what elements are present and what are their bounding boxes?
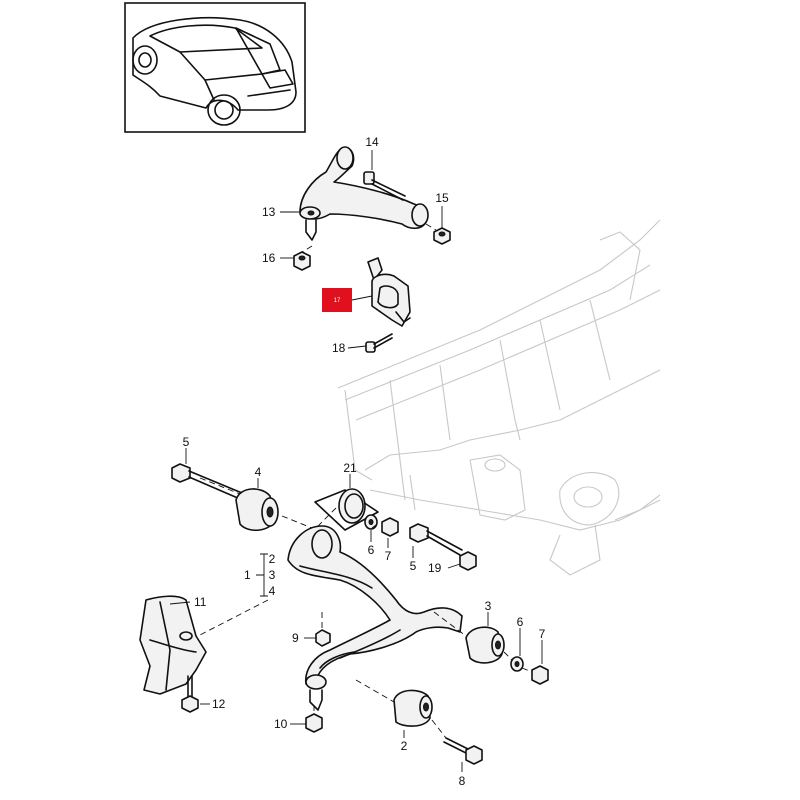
nut-15 (433, 227, 451, 245)
label-7-right: 7 (539, 627, 546, 641)
nut-16 (293, 251, 311, 271)
label-17: 17 (334, 298, 341, 304)
label-9: 9 (292, 631, 299, 645)
label-3: 3 (485, 599, 492, 613)
seal-21 (314, 488, 379, 531)
level-sensor-17 (367, 257, 411, 327)
bolt-5-right (409, 523, 463, 556)
label-6-right: 6 (517, 615, 524, 629)
nut-7-right (531, 665, 549, 685)
label-5-right: 5 (410, 559, 417, 573)
label-18: 18 (332, 341, 346, 355)
label-2: 2 (401, 739, 408, 753)
label-16: 16 (262, 251, 276, 265)
subframe-background (337, 219, 661, 576)
label-14: 14 (365, 135, 379, 149)
label-15: 15 (435, 191, 449, 205)
label-12: 12 (212, 697, 226, 711)
label-8: 8 (459, 774, 466, 788)
assembly-lines (197, 223, 533, 739)
label-7: 7 (385, 549, 392, 563)
nut-9 (315, 629, 331, 647)
shield-11 (139, 595, 207, 695)
label-13: 13 (262, 205, 276, 219)
nut-19 (459, 551, 477, 571)
label-10: 10 (274, 717, 288, 731)
lower-control-arm (287, 525, 463, 711)
washer-6-right (510, 656, 524, 672)
washer-6 (364, 514, 378, 530)
label-19: 19 (428, 561, 442, 575)
nut-7 (381, 517, 399, 537)
label-21: 21 (343, 461, 357, 475)
bushing-2 (393, 689, 433, 727)
label-6: 6 (368, 543, 375, 557)
label-4: 4 (255, 465, 262, 479)
leader-lines (169, 150, 543, 772)
bolt-14 (363, 171, 406, 201)
label-4-group: 4 (269, 584, 276, 598)
part-labels: 14 15 13 16 17 18 5 4 21 6 7 5 19 1 2 3 … (183, 135, 546, 788)
nut-10 (305, 713, 323, 733)
label-1: 1 (244, 568, 251, 582)
bolt-8 (443, 737, 483, 765)
highlight-box-17 (322, 288, 352, 312)
bushing-3 (465, 626, 505, 664)
bolt-12 (181, 675, 199, 713)
vehicle-thumbnail (124, 2, 306, 133)
label-2-group: 2 (269, 552, 276, 566)
upper-control-arm (299, 146, 429, 241)
label-3-group: 3 (269, 568, 276, 582)
label-5-left: 5 (183, 435, 190, 449)
bolt-5-left (171, 463, 243, 500)
label-11: 11 (194, 595, 207, 609)
bushing-4 (235, 488, 279, 531)
bolt-18 (365, 333, 393, 353)
